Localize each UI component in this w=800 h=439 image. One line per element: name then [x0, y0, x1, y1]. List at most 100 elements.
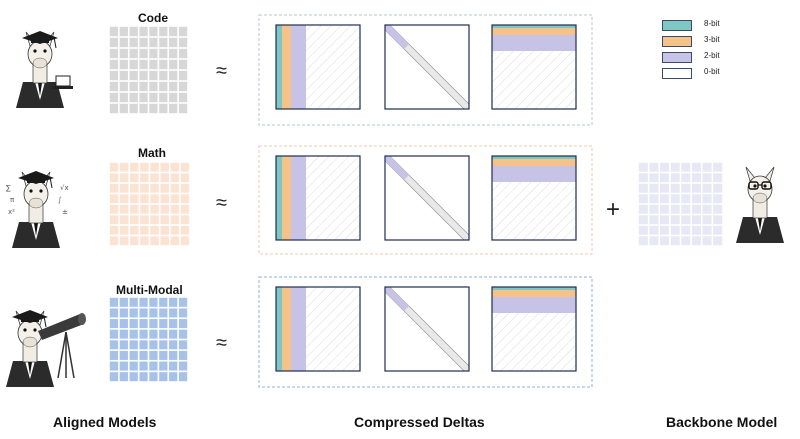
grid-cell — [160, 215, 169, 225]
grid-cell — [178, 308, 188, 318]
grid-cell — [159, 308, 168, 318]
grid-cell — [159, 340, 168, 350]
llama-tie — [28, 362, 32, 375]
approx-symbol-math: ≈ — [216, 192, 227, 214]
grid-cell — [159, 372, 168, 382]
grid-cell — [638, 162, 648, 172]
grid-cell — [109, 204, 119, 214]
grid-cell — [130, 215, 139, 225]
telescope-lens — [78, 313, 86, 325]
grid-cell — [670, 204, 680, 214]
grid-cell — [150, 236, 159, 246]
legend-swatch-0bit — [662, 68, 692, 79]
grid-cell — [109, 162, 119, 172]
math-matrix-diagonal-border — [384, 155, 470, 241]
approx-symbol-multimodal: ≈ — [216, 332, 227, 354]
grad-cap-base — [31, 38, 49, 43]
grid-cell — [681, 204, 691, 214]
grid-cell — [109, 350, 119, 360]
mm-matrix-diagonal-2bit — [385, 287, 409, 311]
grid-cell — [150, 215, 159, 225]
grid-cell — [638, 225, 648, 235]
llama-eye — [33, 49, 37, 53]
grid-cell — [129, 361, 138, 371]
grid-cell — [109, 26, 119, 37]
llama-eye — [39, 189, 43, 193]
grid-cell — [149, 92, 158, 103]
grid-cell — [119, 372, 128, 382]
grid-cell — [109, 81, 119, 92]
grid-cell — [140, 183, 149, 193]
grid-cell — [159, 37, 168, 48]
grid-cell — [681, 236, 691, 246]
grid-cell — [109, 308, 119, 318]
grid-cell — [169, 297, 178, 307]
llama-tie — [38, 83, 42, 96]
approx-symbol-code: ≈ — [216, 60, 227, 82]
grid-cell — [691, 194, 701, 204]
grid-cell — [169, 361, 178, 371]
grid-cell — [140, 225, 149, 235]
grid-cell — [180, 215, 190, 225]
grid-cell — [169, 350, 178, 360]
math-matrix-column-border — [275, 155, 361, 241]
grid-cell — [159, 70, 168, 81]
grid-cell — [130, 236, 139, 246]
grid-cell — [169, 81, 178, 92]
grid-cell — [702, 183, 712, 193]
grid-cell — [119, 236, 129, 246]
plus-symbol: + — [606, 196, 621, 223]
llama-graduate-math-icon: ∑√xπ∫x²± — [6, 171, 69, 248]
grid-cell — [149, 329, 158, 339]
grid-cell — [109, 340, 119, 350]
grid-cell — [119, 59, 128, 70]
grid-cell — [670, 236, 680, 246]
math-formula-doodle: π — [10, 196, 15, 204]
grid-cell — [109, 103, 119, 114]
telescope-tripod-leg — [57, 331, 67, 379]
grid-cell — [140, 173, 149, 183]
grid-cell — [702, 204, 712, 214]
grid-cell — [169, 26, 178, 37]
grid-cell — [691, 173, 701, 183]
grid-cell — [178, 70, 188, 81]
grid-cell — [139, 81, 148, 92]
grid-cell — [649, 162, 659, 172]
grid-cell — [139, 329, 148, 339]
grid-cell — [170, 194, 180, 204]
grid-cell — [109, 329, 119, 339]
grid-cell — [130, 162, 139, 172]
llama-snout — [22, 336, 38, 348]
grid-cell — [119, 350, 128, 360]
grid-cell — [180, 194, 190, 204]
mm-matrix-column-8bit — [276, 287, 282, 371]
llama-eye — [43, 49, 47, 53]
grid-cell — [160, 204, 169, 214]
grid-cell — [130, 194, 139, 204]
grid-cell — [713, 225, 723, 235]
grid-cell — [109, 361, 119, 371]
grid-cell — [119, 70, 128, 81]
grid-cell — [702, 162, 712, 172]
grid-cell — [180, 173, 190, 183]
grid-cell — [119, 329, 128, 339]
grid-cell — [681, 215, 691, 225]
grid-cell — [139, 103, 148, 114]
grid-cell — [129, 350, 138, 360]
grid-cell — [149, 26, 158, 37]
grid-cell — [638, 183, 648, 193]
math-formula-doodle: x² — [8, 208, 15, 216]
code-matrix-column-border — [275, 24, 361, 110]
mm-matrix-row-3bit — [492, 290, 576, 297]
grid-cell — [119, 215, 129, 225]
math-aligned-weight-grid — [109, 162, 190, 246]
grid-cell — [119, 361, 128, 371]
grid-cell — [681, 162, 691, 172]
math-formula-doodle: ∑ — [6, 184, 11, 192]
mm-matrix-row-2bit — [492, 297, 576, 313]
grid-cell — [180, 162, 190, 172]
grid-cell — [119, 48, 128, 59]
math-matrix-diagonal-2bit — [385, 156, 409, 180]
grid-cell — [119, 340, 128, 350]
